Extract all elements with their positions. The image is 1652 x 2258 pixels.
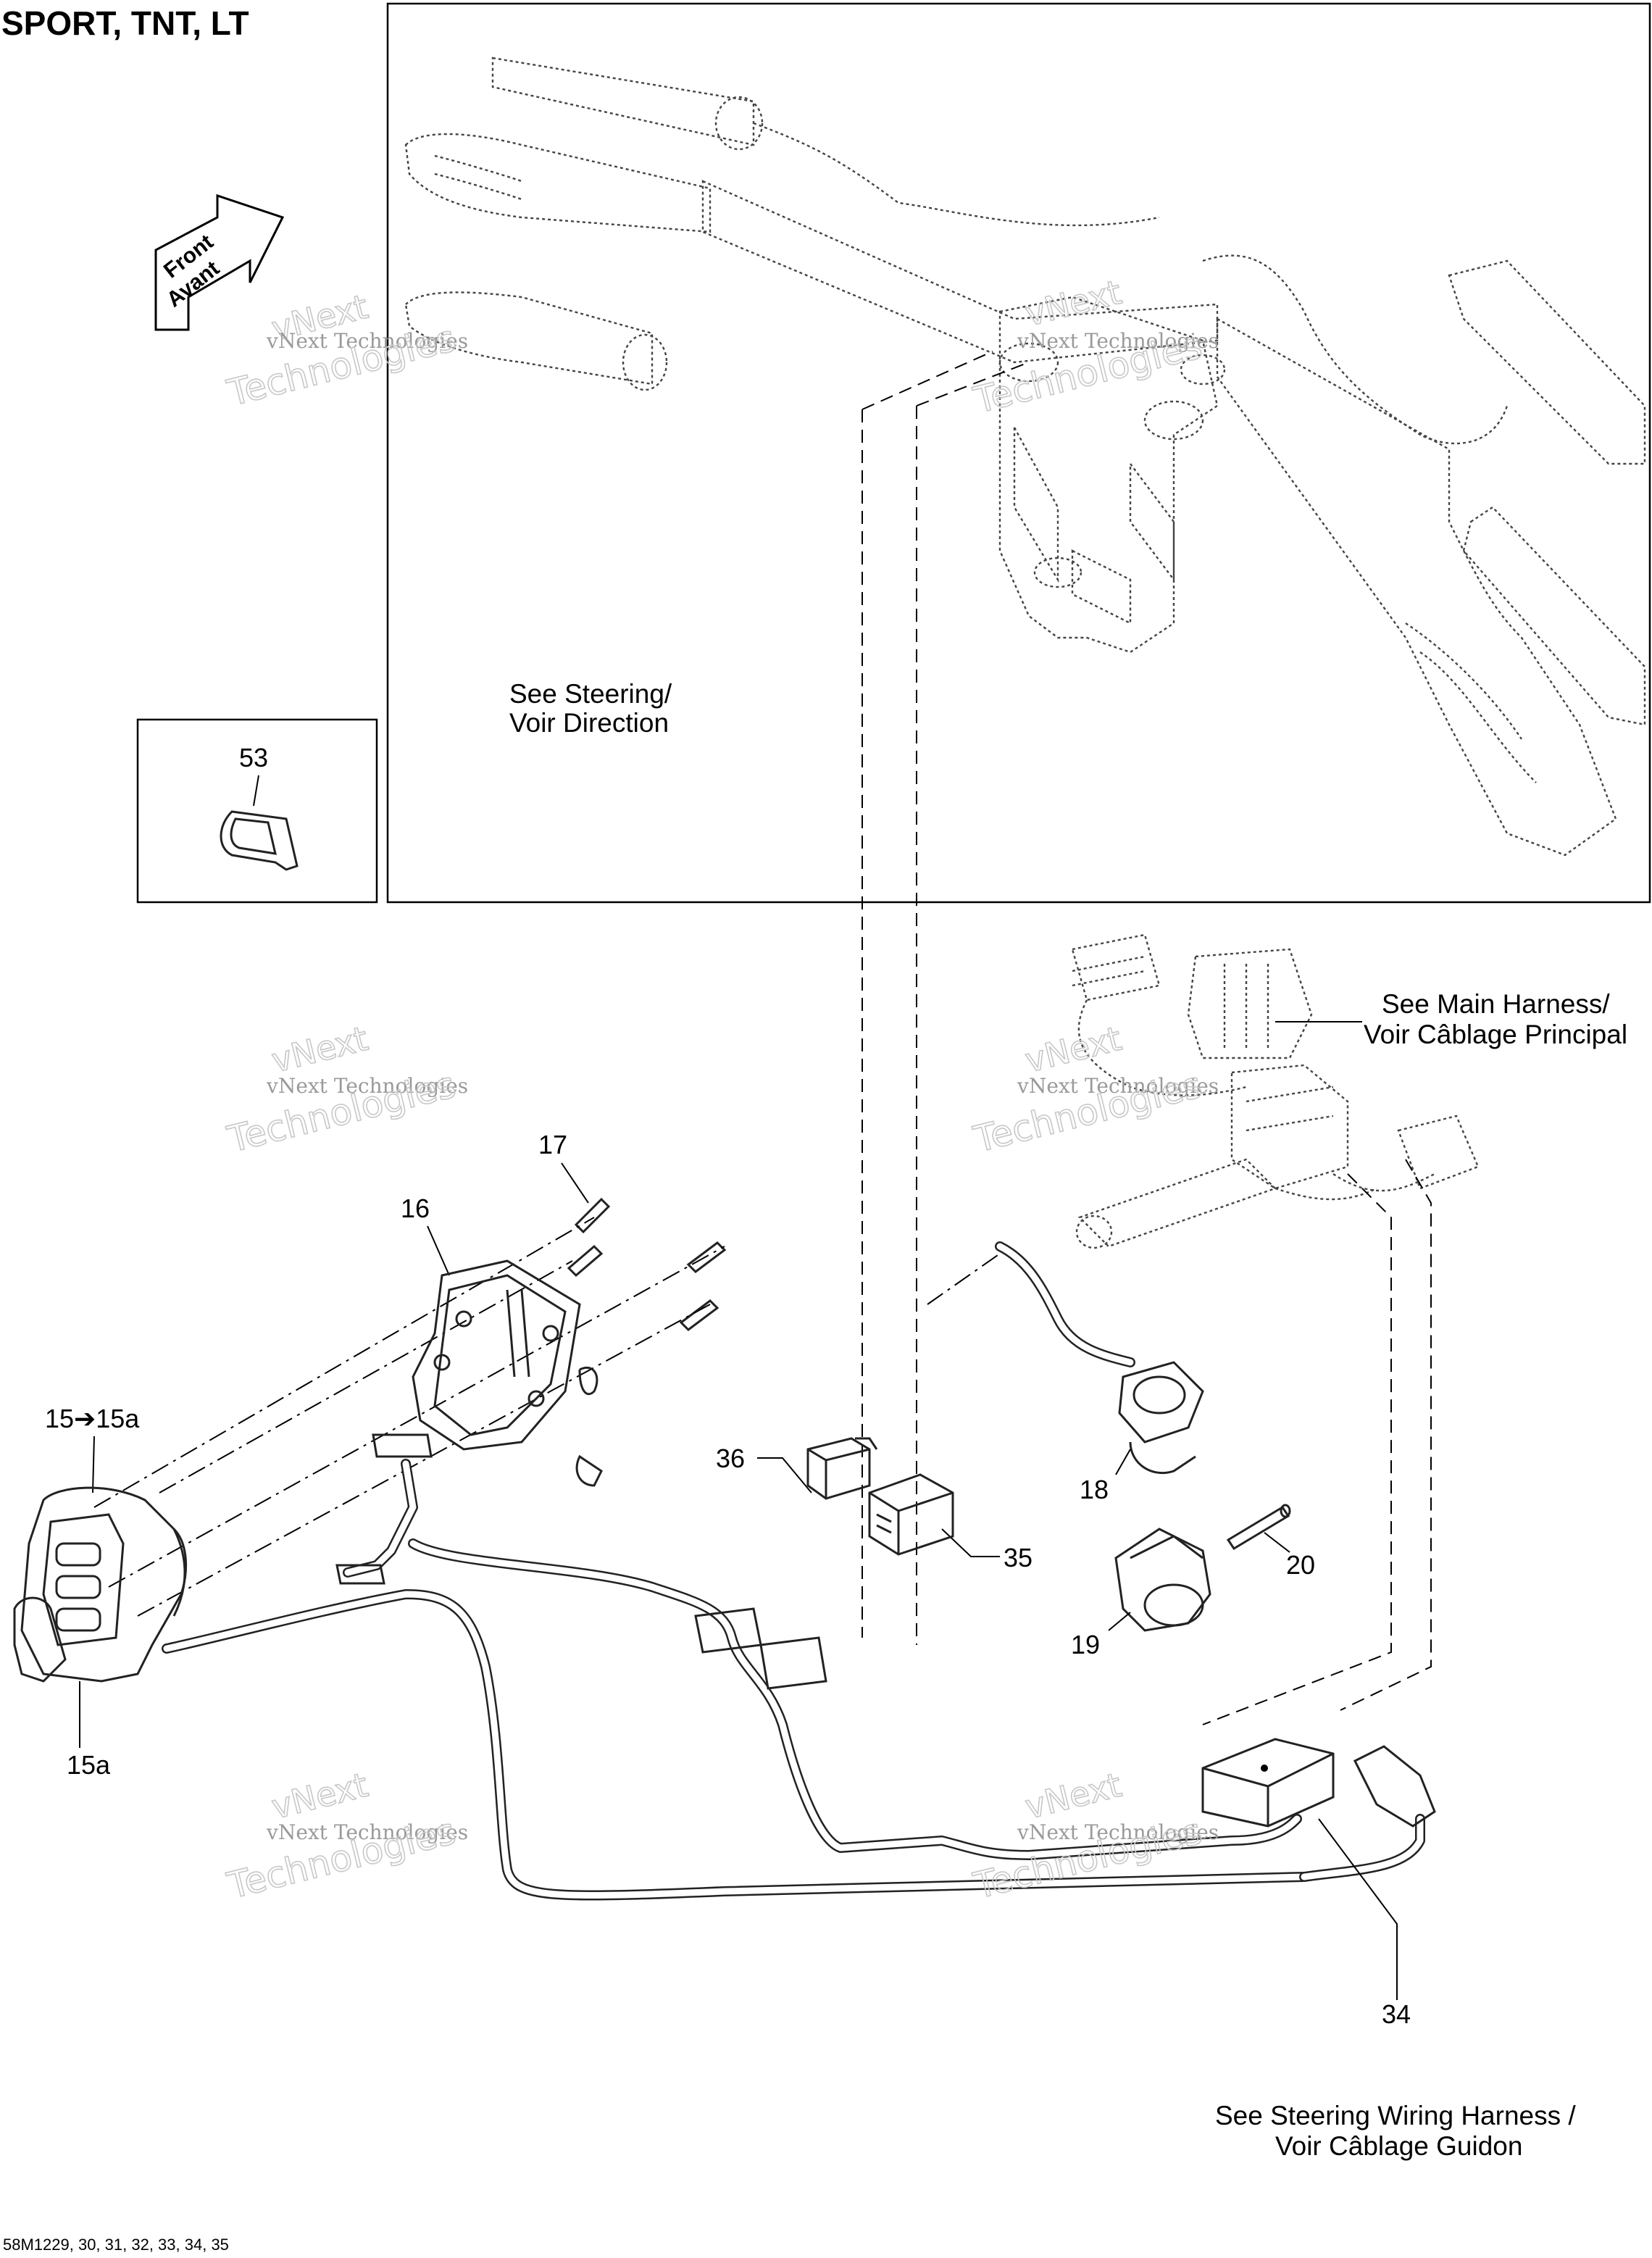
steering-reference-line-1: See Steering/	[509, 679, 672, 709]
callout-15: 15➔15a	[45, 1404, 140, 1433]
leader-36	[757, 1457, 812, 1493]
axis-line-5	[927, 1253, 1001, 1305]
part-36-connector-drawing	[806, 1437, 878, 1500]
leader-34	[1318, 1818, 1398, 2000]
watermark-4: vNext vNext Technologies Technologies	[969, 1018, 1219, 1162]
part-35-connector-drawing	[868, 1473, 954, 1556]
svg-text:vNext Technologies: vNext Technologies	[1017, 1074, 1219, 1098]
leader-18	[1115, 1449, 1131, 1475]
part-18-sensor-drawing	[995, 1241, 1204, 1475]
switch-housing-drawing	[13, 1486, 188, 1683]
svg-text:vNext: vNext	[1022, 272, 1125, 334]
axis-line-4	[159, 1260, 573, 1493]
steering-reference-line-2: Voir Direction	[509, 708, 669, 738]
leader-35	[941, 1528, 1000, 1557]
svg-text:vNext: vNext	[1022, 1765, 1125, 1827]
leader-16	[427, 1225, 450, 1276]
watermark-2: vNext vNext Technologies Technologies	[969, 272, 1219, 422]
small-clip-drawing	[575, 1454, 603, 1487]
part-53-clip-drawing	[220, 810, 299, 871]
svg-text:vNext Technologies: vNext Technologies	[266, 1820, 468, 1844]
callout-18: 18	[1080, 1475, 1109, 1504]
steering-reference-box	[386, 2, 1651, 904]
svg-text:vNext: vNext	[268, 1019, 372, 1080]
callout-20: 20	[1286, 1550, 1315, 1580]
part-53-box	[136, 718, 378, 904]
steering-wiring-reference-line-2: Voir Câblage Guidon	[1275, 2131, 1522, 2161]
diagram-title: SPORT, TNT, LT	[1, 4, 249, 42]
svg-text:vNext Technologies: vNext Technologies	[266, 329, 468, 353]
leader-20	[1264, 1532, 1290, 1553]
leader-19	[1108, 1612, 1131, 1631]
callout-53: 53	[239, 743, 268, 772]
svg-text:vNext Technologies: vNext Technologies	[266, 1074, 468, 1098]
svg-text:vNext Technologies: vNext Technologies	[1017, 1820, 1219, 1844]
axis-line-2	[108, 1246, 725, 1588]
watermark-3: vNext vNext Technologies Technologies	[222, 1018, 468, 1162]
part-17-screws-drawing	[567, 1197, 727, 1331]
callout-15a: 15a	[67, 1750, 111, 1780]
main-harness-reference-line-2: Voir Câblage Principal	[1364, 1020, 1627, 1049]
watermark-5: vNext vNext Technologies Technologies	[222, 1765, 468, 1908]
steering-wiring-reference-line-1: See Steering Wiring Harness /	[1215, 2101, 1576, 2130]
callout-19: 19	[1071, 1630, 1100, 1659]
callout-35: 35	[1004, 1543, 1032, 1572]
guide-line-3	[862, 351, 993, 410]
callout-17: 17	[538, 1130, 567, 1159]
watermark-1: vNext vNext Technologies Technologies	[222, 286, 468, 415]
svg-text:vNext: vNext	[268, 1765, 372, 1827]
main-harness-reference-line-1: See Main Harness/	[1382, 989, 1610, 1019]
part-16-housing-drawing	[412, 1259, 598, 1451]
part-20-pin-drawing	[1226, 1504, 1291, 1551]
callout-16: 16	[401, 1193, 430, 1223]
switch-wire-harness-drawing	[162, 1433, 1425, 1901]
leader-53	[253, 775, 259, 807]
axis-line-3	[137, 1304, 711, 1617]
front-arrow-icon: Front Avant	[154, 193, 285, 331]
callout-34: 34	[1382, 1999, 1411, 2029]
guide-line-5	[1202, 1173, 1392, 1725]
part-19-cap-drawing	[1114, 1528, 1211, 1632]
axis-line-1	[93, 1217, 595, 1508]
guide-line-6	[1340, 1159, 1432, 1711]
svg-text:vNext: vNext	[1022, 1019, 1125, 1080]
handlebar-drawing	[404, 57, 1646, 857]
leader-17	[561, 1162, 589, 1204]
part-34-module-drawing	[1201, 1738, 1436, 1828]
svg-text:vNext Technologies: vNext Technologies	[1017, 329, 1219, 353]
callout-36: 36	[716, 1443, 745, 1473]
leader-15	[92, 1436, 95, 1493]
drawing-code: 58M1229, 30, 31, 32, 33, 34, 35	[3, 2236, 229, 2254]
